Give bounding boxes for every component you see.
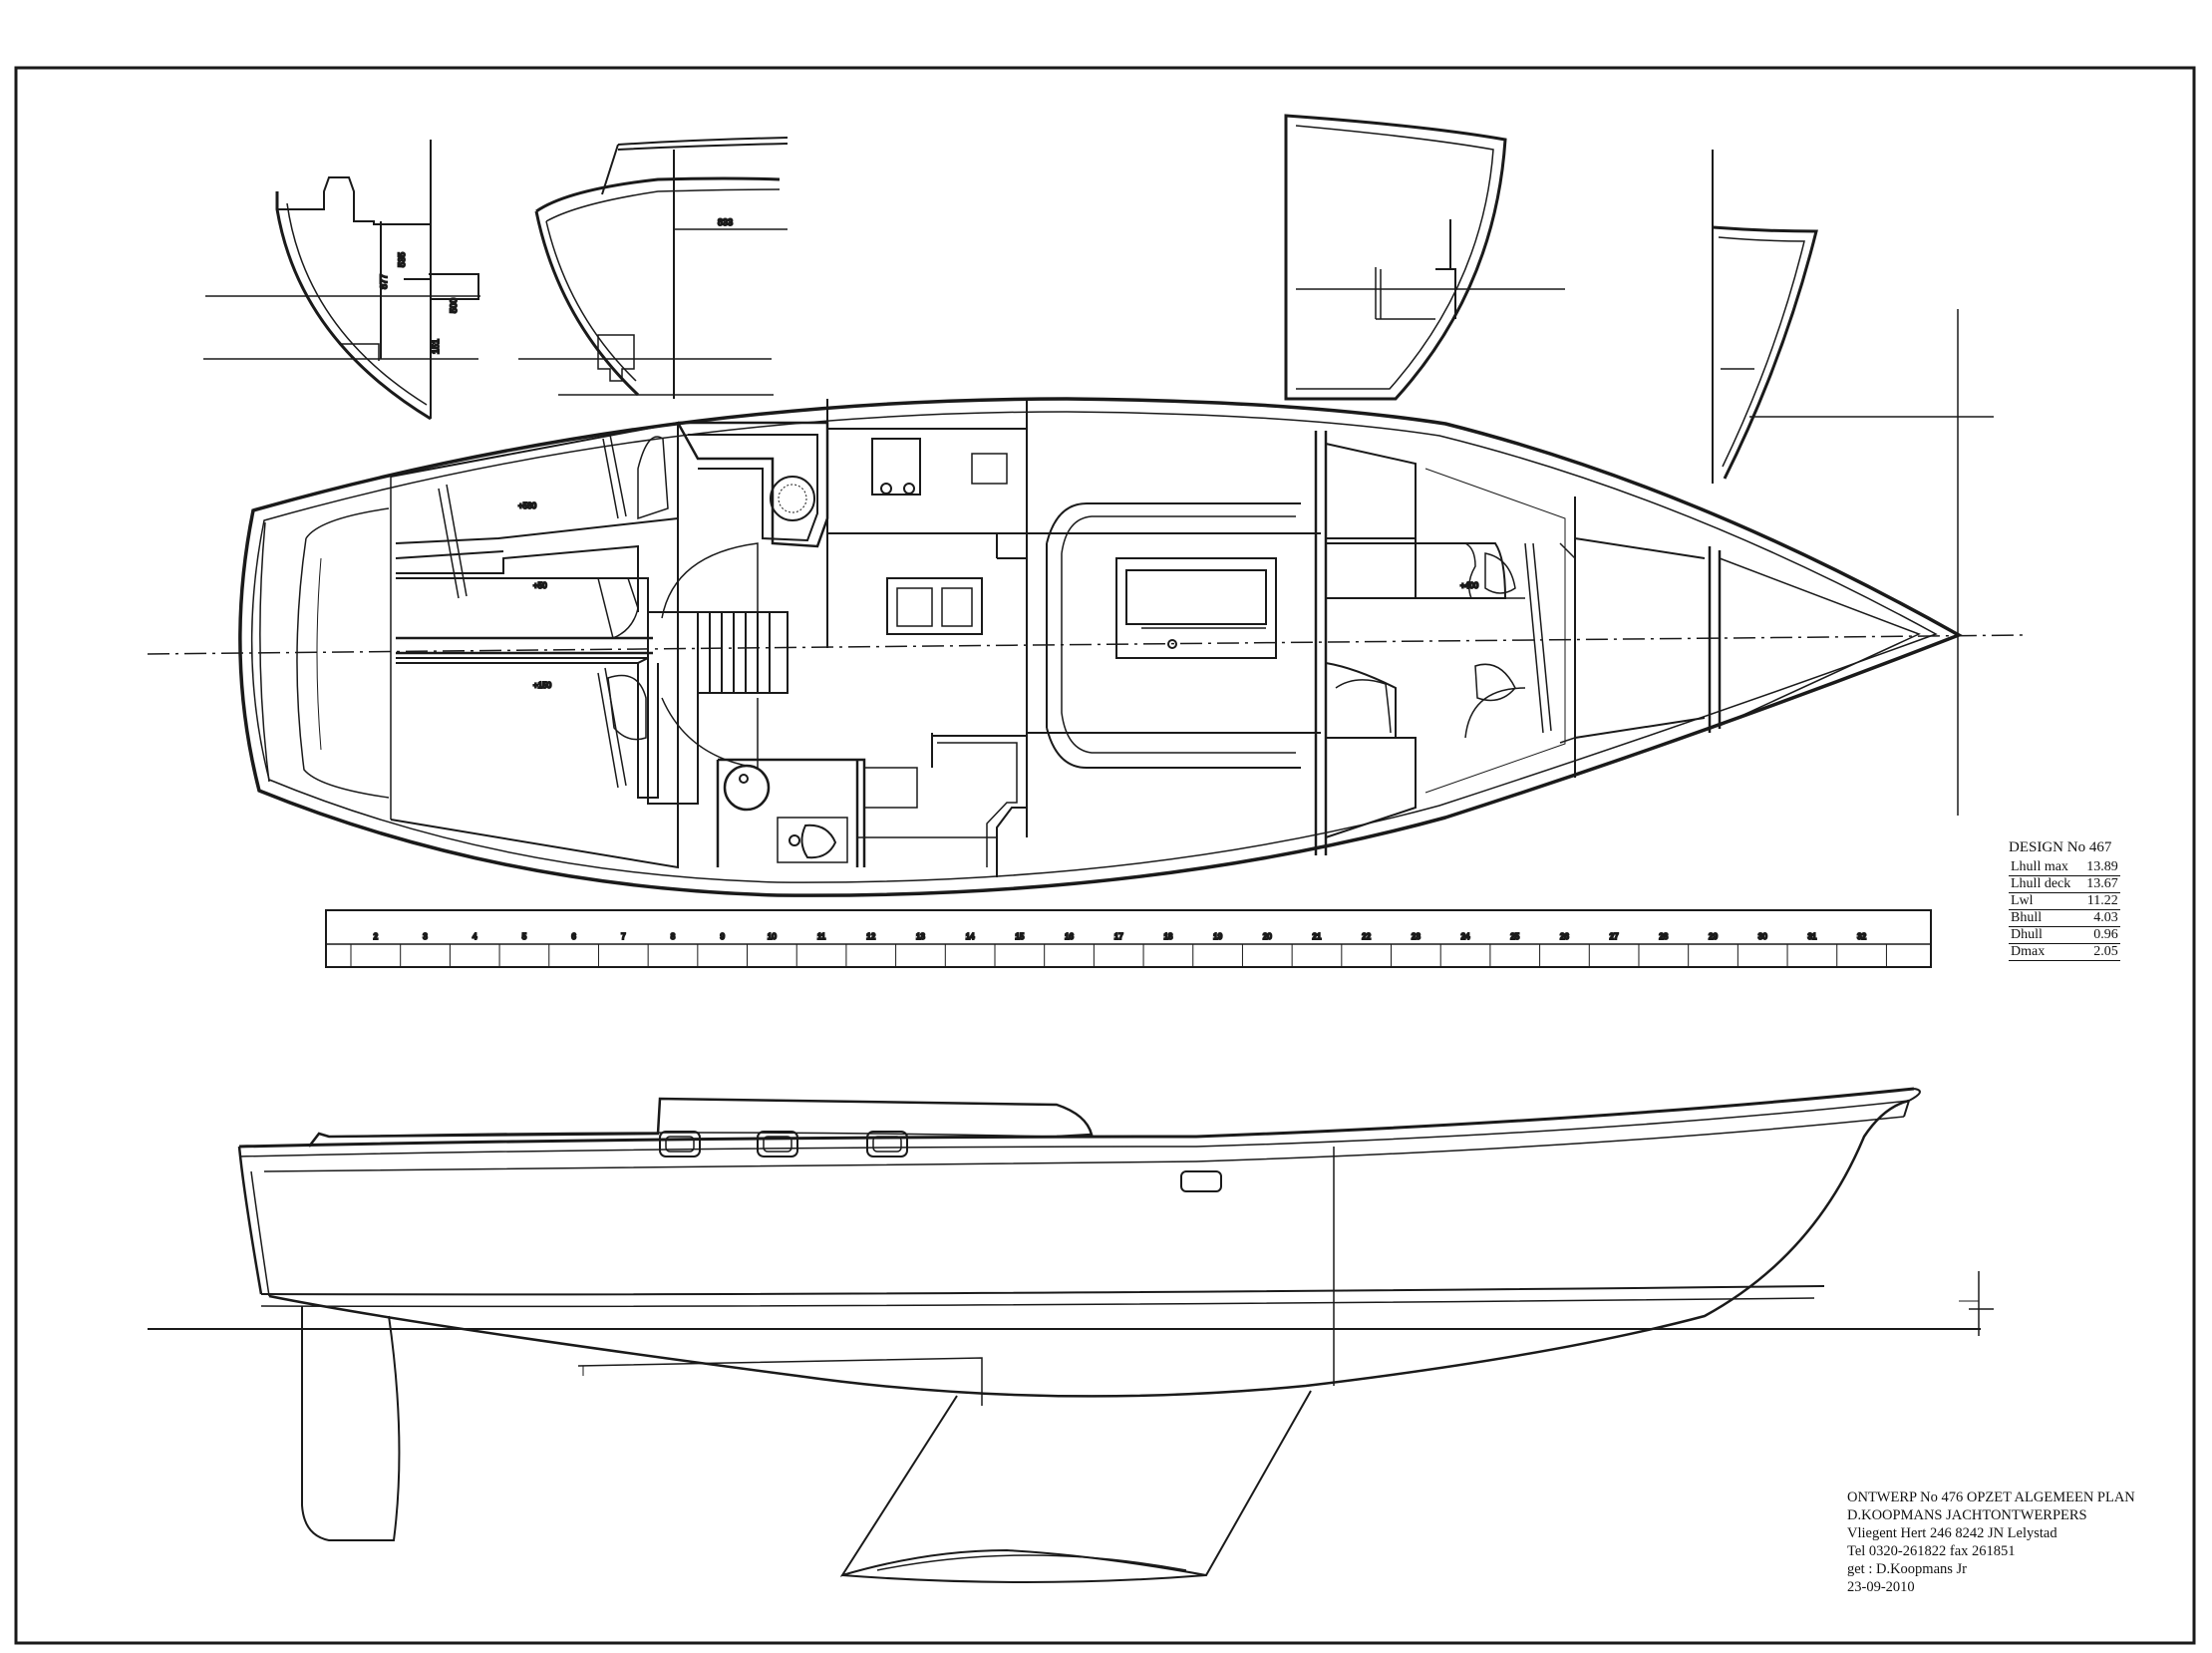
- main-bulkhead: [1314, 431, 1328, 855]
- scale-number: 30: [1758, 932, 1767, 941]
- galley: [676, 421, 829, 548]
- berth-label-fwd: +400: [1460, 581, 1479, 590]
- section-dim-2: 535: [397, 252, 407, 267]
- scale-number: 6: [571, 932, 576, 941]
- title-line: ONTWERP No 476 OPZET ALGEMEEN PLAN: [1847, 1489, 2135, 1505]
- cross-section-1: [203, 140, 480, 421]
- porthole-2: [757, 1131, 798, 1157]
- spec-label: Lhull max: [2009, 859, 2073, 876]
- scale-number: 7: [621, 932, 626, 941]
- title-line: get : D.Koopmans Jr: [1847, 1561, 1968, 1577]
- title-line: 23-09-2010: [1847, 1579, 1915, 1595]
- cross-section-3: [1284, 114, 1565, 401]
- scale-number: 21: [1313, 932, 1322, 941]
- scale-number: 19: [1213, 932, 1222, 941]
- scale-number: 25: [1510, 932, 1519, 941]
- berth-label-aft-mid: +50: [533, 581, 547, 590]
- companionway-steps: [647, 611, 789, 805]
- drawing-border: [14, 66, 2196, 1645]
- scale-number: 4: [473, 932, 477, 941]
- scale-number: 16: [1065, 932, 1074, 941]
- spec-label: Lhull deck: [2009, 875, 2073, 893]
- section-dim-1: 877: [379, 274, 389, 289]
- porthole-1: [659, 1131, 701, 1157]
- scale-number: 26: [1560, 932, 1569, 941]
- hull-sheer: [238, 1087, 1915, 1149]
- berth-label-aft-port: +580: [518, 501, 537, 510]
- centerline: [147, 634, 2025, 655]
- berth-label-aft-stbd: +150: [533, 681, 552, 690]
- porthole-3: [866, 1131, 908, 1157]
- scale-bar: [325, 909, 1932, 968]
- hull-outline: [238, 397, 1964, 897]
- cross-section-2: [518, 137, 789, 399]
- scale-number: 29: [1709, 932, 1718, 941]
- title-line: Vliegent Hert 246 8242 JN Lelystad: [1847, 1525, 2057, 1541]
- deckhouse: [308, 1097, 1094, 1148]
- scale-number: 11: [817, 932, 826, 941]
- title-line: D.KOOPMANS JACHTONTWERPERS: [1847, 1507, 2087, 1523]
- section-dim-3: 500: [449, 298, 459, 313]
- scale-number: 5: [522, 932, 527, 941]
- scale-number: 27: [1610, 932, 1619, 941]
- rudder: [301, 1306, 401, 1541]
- section-dim-5: 833: [718, 217, 733, 227]
- scale-number: 28: [1659, 932, 1668, 941]
- scale-number: 18: [1163, 932, 1172, 941]
- spec-value: 13.67: [2072, 875, 2120, 893]
- spec-label: Dhull: [2009, 926, 2073, 944]
- scale-number: 12: [866, 932, 875, 941]
- spec-value: 4.03: [2072, 909, 2120, 927]
- spec-title: DESIGN No 467: [2009, 839, 2112, 855]
- scale-number: 24: [1461, 932, 1470, 941]
- scale-number: 31: [1807, 932, 1816, 941]
- plan-view: [147, 397, 2025, 897]
- scale-number: 14: [966, 932, 975, 941]
- hull-port: [1180, 1170, 1222, 1192]
- profile-view: [148, 1087, 1994, 1583]
- keel: [839, 1390, 1312, 1577]
- title-block: ONTWERP No 476 OPZET ALGEMEEN PLAN D.KOO…: [1847, 1488, 2135, 1596]
- scale-number: 20: [1263, 932, 1272, 941]
- scale-number: 8: [671, 932, 676, 941]
- spec-label: Dmax: [2009, 943, 2073, 961]
- scale-number: 13: [916, 932, 925, 941]
- spec-label: Bhull: [2009, 909, 2073, 927]
- scale-number: 9: [720, 932, 725, 941]
- scale-number: 2: [374, 932, 379, 941]
- spec-label: Lwl: [2009, 892, 2073, 910]
- spec-value: 0.96: [2072, 926, 2120, 944]
- spec-value: 2.05: [2072, 943, 2120, 961]
- scale-number: 15: [1015, 932, 1024, 941]
- scale-number: 22: [1362, 932, 1371, 941]
- scale-number: 3: [423, 932, 428, 941]
- spec-value: 11.22: [2072, 892, 2120, 910]
- scale-number: 10: [768, 932, 777, 941]
- spec-value: 13.89: [2072, 859, 2120, 876]
- scale-number: 17: [1114, 932, 1123, 941]
- cross-section-4: [1712, 150, 1994, 816]
- section-dim-4: 151: [431, 339, 441, 354]
- scale-number: 32: [1857, 932, 1866, 941]
- scale-number: 23: [1412, 932, 1421, 941]
- title-line: Tel 0320-261822 fax 261851: [1847, 1543, 2016, 1559]
